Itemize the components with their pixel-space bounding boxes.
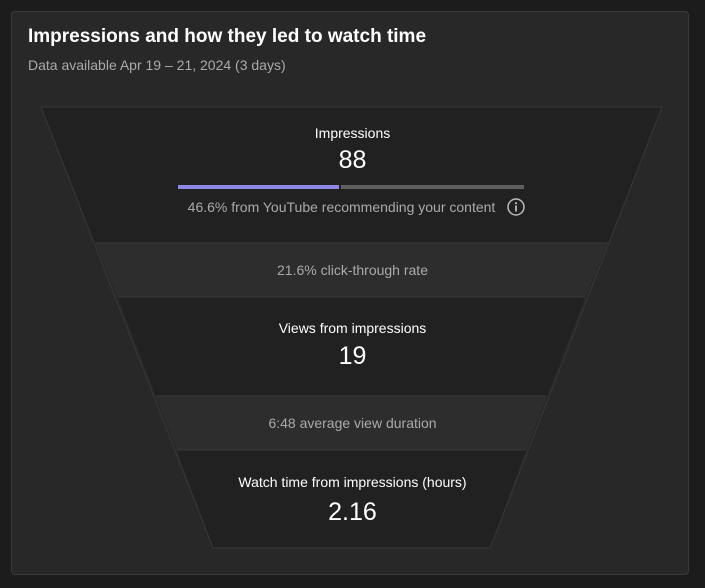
views-value: 19 bbox=[338, 342, 367, 370]
ctr-text: 21.6% click-through rate bbox=[277, 262, 428, 278]
watch-time-value: 2.16 bbox=[328, 498, 377, 526]
card-title: Impressions and how they led to watch ti… bbox=[28, 26, 427, 47]
recommendation-progress-fill bbox=[178, 185, 339, 189]
card-subtitle: Data available Apr 19 – 21, 2024 (3 days… bbox=[28, 57, 286, 73]
funnel-stage-impressions bbox=[41, 107, 662, 243]
impressions-label: Impressions bbox=[314, 125, 391, 141]
recommendation-text: 46.6% from YouTube recommending your con… bbox=[187, 199, 496, 215]
funnel-connector-ctr bbox=[95, 243, 608, 297]
funnel-outline bbox=[40, 106, 663, 549]
watch-time-label: Watch time from impressions (hours) bbox=[238, 474, 467, 490]
avg-duration-text: 6:48 average view duration bbox=[268, 415, 437, 431]
views-label: Views from impressions bbox=[278, 320, 427, 336]
info-circle-icon[interactable] bbox=[507, 198, 525, 216]
funnel-stage-watch-time bbox=[177, 450, 526, 548]
funnel-stage-views bbox=[118, 297, 585, 396]
impressions-value: 88 bbox=[338, 146, 367, 174]
progress-bar-divider bbox=[339, 185, 341, 189]
recommendation-progress-bar bbox=[178, 185, 524, 189]
funnel-connector-duration bbox=[156, 396, 547, 450]
